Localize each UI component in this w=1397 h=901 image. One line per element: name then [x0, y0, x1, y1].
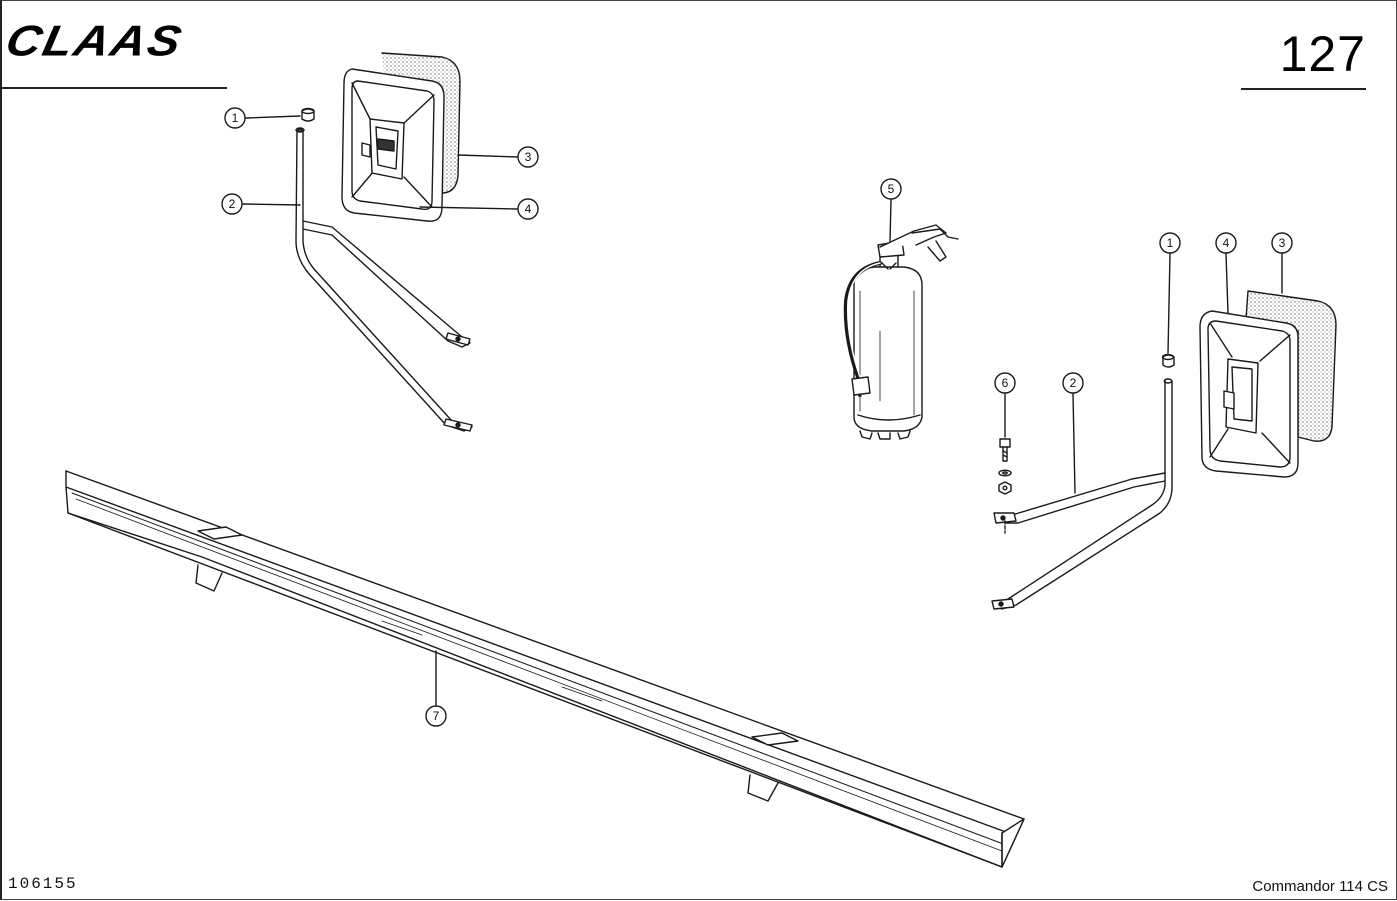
right-callout-3 — [1271, 232, 1293, 294]
callout-label-left-2: 2 — [229, 197, 236, 211]
right-cap — [1162, 354, 1175, 368]
callout-label-right-6: 6 — [1002, 376, 1009, 390]
center-callout-5 — [880, 178, 902, 242]
left-cap — [301, 108, 315, 122]
callout-label-left-1: 1 — [232, 111, 239, 125]
right-mirror-arm — [995, 380, 1173, 610]
left-callout-4 — [419, 198, 539, 220]
callout-label-right-2: 2 — [1070, 376, 1077, 390]
header-rule-right — [1241, 88, 1366, 90]
document-id: 106155 — [8, 875, 78, 893]
left-callout-2 — [221, 193, 301, 215]
washer — [998, 469, 1012, 477]
long-rail-profile — [65, 470, 1025, 868]
callout-label-right-1: 1 — [1167, 236, 1174, 250]
nut — [998, 481, 1012, 495]
left-callout-1 — [224, 107, 301, 129]
page-number: 127 — [1279, 26, 1366, 82]
bottom-callout-7 — [425, 650, 447, 727]
header-rule-left — [2, 87, 227, 89]
bolt — [999, 438, 1011, 448]
left-callout-3 — [457, 146, 539, 168]
callout-label-right-4: 4 — [1223, 236, 1230, 250]
model-name: Commandor 114 CS — [1252, 878, 1388, 895]
callout-label-left-3: 3 — [525, 150, 532, 164]
callout-label-center-5: 5 — [888, 182, 895, 196]
right-callout-1 — [1159, 232, 1181, 354]
left-mirror-assembly — [295, 52, 473, 432]
right-callout-2 — [1062, 372, 1084, 494]
right-callout-6 — [994, 372, 1016, 438]
right-callout-4 — [1215, 232, 1237, 314]
fire-extinguisher — [843, 224, 959, 440]
right-mirror-glass — [1245, 290, 1337, 442]
callout-label-left-4: 4 — [525, 202, 532, 216]
right-mirror-assembly — [991, 290, 1337, 610]
callout-label-right-3: 3 — [1279, 236, 1286, 250]
callout-label-bottom-7: 7 — [433, 709, 440, 723]
